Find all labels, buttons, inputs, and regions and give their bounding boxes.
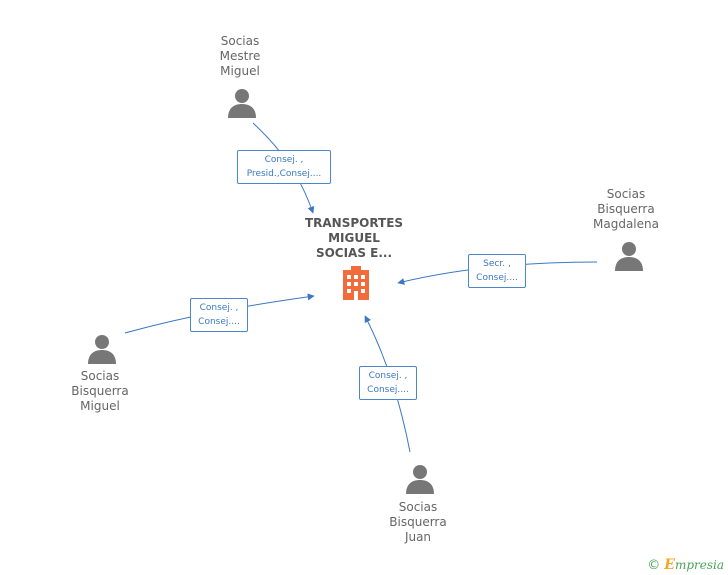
company-name-line: MIGUEL [328,231,380,245]
relation-role: Consej. , [264,155,304,165]
person-name-line: Socias [220,34,260,48]
person-icon[interactable] [87,334,117,364]
company-name[interactable]: TRANSPORTES MIGUEL SOCIAS E... [305,216,403,261]
brand-logo-letter: E [664,557,675,573]
relation-role: Presid.,Consej.... [246,169,322,179]
person-name-mestre[interactable]: Socias Mestre Miguel [220,34,261,79]
company-name-line: TRANSPORTES [304,216,404,230]
person-name-line: Socias [606,187,646,201]
relation-role: Secr. , [483,259,511,269]
relation-role: Consej.... [198,317,240,327]
person-name-line: Juan [404,530,432,544]
person-name-juan[interactable]: Socias Bisquerra Juan [389,500,446,545]
person-icon[interactable] [614,241,644,271]
relation-label-miguel[interactable]: Consej. , Consej.... [190,298,248,332]
person-name-line: Bisquerra [389,515,447,529]
person-name-line: Miguel [220,64,260,78]
copyright-icon: © [647,558,661,573]
relation-role: Consej.... [367,385,409,395]
person-name-line: Bisquerra [597,202,655,216]
person-name-line: Mestre [219,49,261,63]
person-name-line: Bisquerra [71,384,129,398]
person-icon[interactable] [405,464,435,494]
person-name-line: Magdalena [593,217,659,231]
relation-role: Consej.... [476,273,518,283]
relation-label-magdalena[interactable]: Secr. , Consej.... [468,254,526,288]
relation-label-juan[interactable]: Consej. , Consej.... [359,366,417,400]
relation-role: Consej. , [199,303,239,313]
person-name-magdalena[interactable]: Socias Bisquerra Magdalena [593,187,659,232]
person-name-line: Socias [80,369,120,383]
person-name-miguel[interactable]: Socias Bisquerra Miguel [71,369,128,414]
relation-label-mestre[interactable]: Consej. , Presid.,Consej.... [237,150,331,184]
relation-role: Consej. , [368,371,408,381]
brand-name: mpresia [674,558,724,572]
person-name-line: Socias [398,500,438,514]
building-icon[interactable] [341,266,371,300]
company-name-line: SOCIAS E... [315,246,393,260]
brand-footer: ©Empresia [647,557,724,573]
person-icon[interactable] [227,88,257,118]
person-name-line: Miguel [80,399,120,413]
